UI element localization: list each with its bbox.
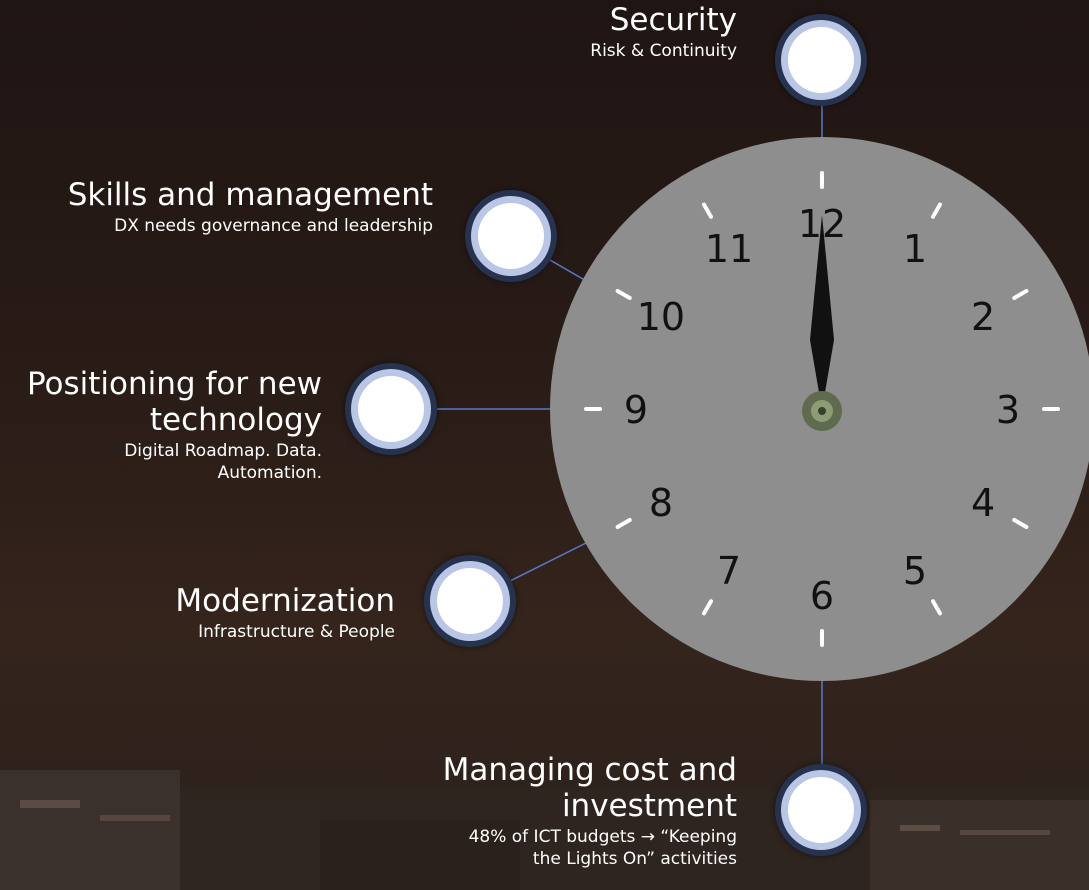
clock-number: 4 xyxy=(971,481,995,525)
node-core xyxy=(788,777,854,843)
node-ring xyxy=(351,369,431,449)
clock-ticks xyxy=(584,171,1060,647)
topic-title: Skills and management xyxy=(67,177,433,213)
node-ring xyxy=(781,770,861,850)
topic-subtitle-line: Digital Roadmap. Data. xyxy=(124,441,322,461)
label-security: Security Risk & Continuity xyxy=(590,2,737,62)
clock-hour-hand xyxy=(810,215,834,410)
node-ring xyxy=(781,20,861,100)
label-modernization: Modernization Infrastructure & People xyxy=(175,583,395,643)
clock-tick xyxy=(615,289,632,300)
node-core xyxy=(437,568,503,634)
clock-tick xyxy=(1012,289,1029,300)
topic-subtitle-line: 48% of ICT budgets → “Keeping xyxy=(468,827,737,847)
clock-number: 2 xyxy=(971,295,995,339)
clock-tick xyxy=(702,202,713,219)
label-skills: Skills and management DX needs governanc… xyxy=(68,177,433,237)
node-skills[interactable] xyxy=(465,190,557,282)
node-ring xyxy=(430,561,510,641)
topic-title: Security xyxy=(609,2,737,38)
clock-number: 5 xyxy=(903,549,927,593)
node-ring xyxy=(471,196,551,276)
node-positioning[interactable] xyxy=(345,363,437,455)
node-modernization[interactable] xyxy=(424,555,516,647)
topic-subtitle-line: the Lights On” activities xyxy=(532,849,737,869)
topic-title-line: investment xyxy=(561,788,737,824)
clock-number: 11 xyxy=(705,227,753,271)
node-cost[interactable] xyxy=(775,764,867,856)
clock-number: 1 xyxy=(903,227,927,271)
topic-title-line: Managing cost and xyxy=(442,752,737,788)
clock-number: 7 xyxy=(717,549,741,593)
clock-tick xyxy=(1012,518,1029,529)
clock-numbers: 121234567891011 xyxy=(624,202,1020,618)
node-security[interactable] xyxy=(775,14,867,106)
topic-title-line: Positioning for new xyxy=(26,366,322,402)
clock-number: 6 xyxy=(810,574,834,618)
clock-number: 8 xyxy=(649,481,673,525)
topic-subtitle: Risk & Continuity xyxy=(590,41,737,61)
clock-tick xyxy=(615,518,632,529)
topic-title: Modernization xyxy=(175,583,395,619)
clock-number: 10 xyxy=(637,295,685,339)
clock-center-dot xyxy=(818,407,826,415)
clock-tick xyxy=(702,599,713,616)
node-core xyxy=(358,376,424,442)
topic-subtitle-line: Automation. xyxy=(217,463,322,483)
node-core xyxy=(788,27,854,93)
topic-title-line: technology xyxy=(149,402,322,438)
label-positioning: Positioning for new technology Digital R… xyxy=(27,366,322,484)
clock-number: 9 xyxy=(624,388,648,432)
node-core xyxy=(478,203,544,269)
label-cost: Managing cost and investment 48% of ICT … xyxy=(443,752,737,870)
clock-tick xyxy=(931,599,942,616)
topic-subtitle: Infrastructure & People xyxy=(198,622,395,642)
city-skyline-background xyxy=(0,770,1089,890)
topic-subtitle: DX needs governance and leadership xyxy=(114,216,433,236)
clock-number: 3 xyxy=(996,388,1020,432)
clock-tick xyxy=(931,202,942,219)
